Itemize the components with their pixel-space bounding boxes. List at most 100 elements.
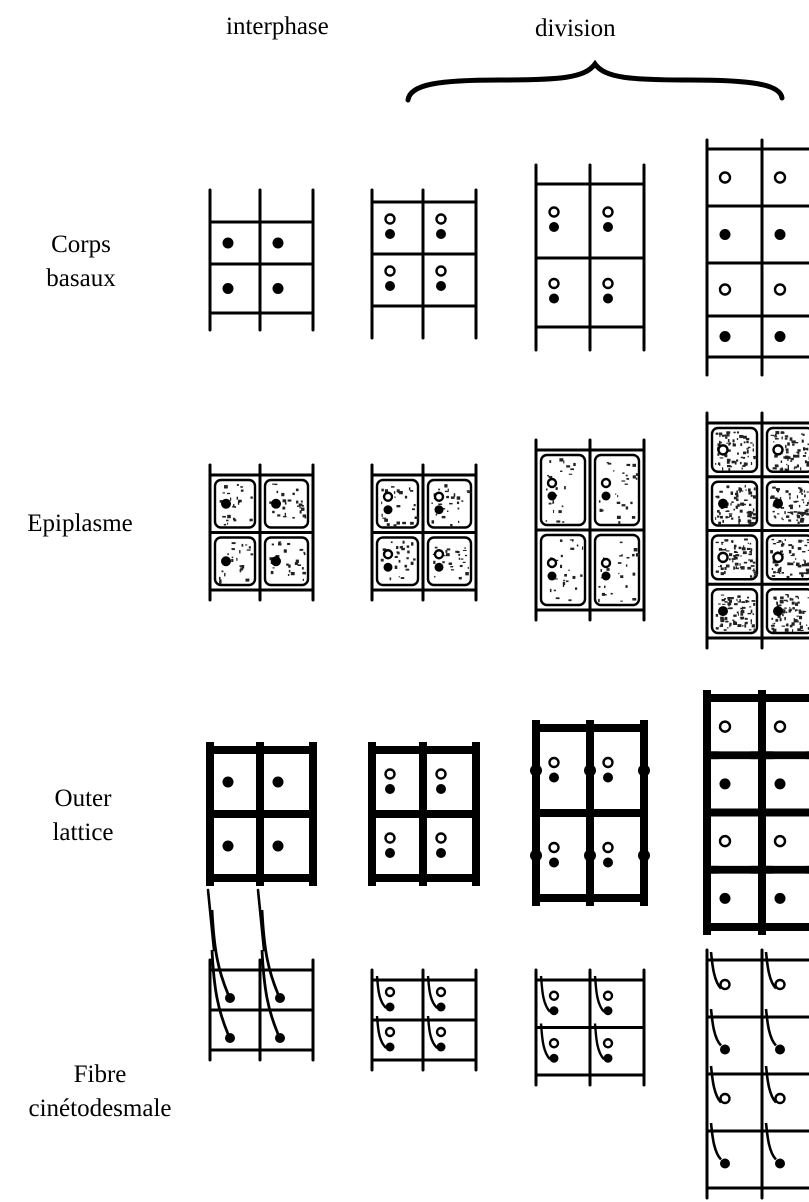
epiplasm-stipple (726, 443, 729, 444)
epiplasm-stipple (391, 541, 393, 543)
epiplasm-stipple (716, 627, 719, 629)
new-basal-body-ring (550, 843, 559, 852)
epiplasm-stipple (401, 546, 403, 547)
epiplasm-stipple (620, 542, 623, 543)
epiplasm-stipple (773, 511, 775, 513)
epiplasm-stipple (802, 512, 806, 515)
epiplasm-stipple (786, 451, 789, 453)
new-basal-body-ring (550, 758, 559, 767)
epiplasm-stipple (733, 509, 735, 511)
new-basal-body-ring (774, 445, 783, 454)
epiplasm-stipple (445, 550, 447, 553)
outer-lattice-panel-3 (530, 720, 650, 906)
epiplasm-stipple (781, 431, 783, 432)
epiplasm-stipple (559, 511, 561, 513)
basal-body-dot (436, 784, 446, 794)
epiplasm-stipple (716, 614, 718, 617)
epiplasm-stipple (741, 566, 745, 569)
epiplasm-stipple (719, 436, 720, 437)
epiplasm-stipple (716, 433, 719, 435)
epiplasm-stipple (748, 488, 751, 491)
epiplasm-stipple (732, 620, 734, 621)
epiplasm-stipple (607, 462, 609, 463)
epiplasm-stipple (727, 461, 730, 463)
epiplasm-stipple (803, 447, 805, 450)
epiplasm-stipple (800, 489, 803, 492)
epiplasm-stipple (414, 504, 416, 506)
epiplasm-stipple (798, 522, 800, 524)
epiplasm-stipple (432, 520, 435, 523)
new-basal-body-ring (604, 843, 613, 852)
basal-body-dot (223, 238, 234, 249)
epiplasm-stipple (728, 444, 730, 446)
epiplasm-stipple (748, 613, 752, 614)
epiplasm-stipple (805, 460, 807, 463)
epiplasm-stipple (237, 484, 239, 486)
epiplasm-stipple (780, 497, 781, 499)
epiplasm-stipple (236, 558, 237, 561)
epiplasm-stipple (726, 485, 729, 488)
epiplasm-stipple (725, 511, 727, 512)
epiplasm-stipple (563, 585, 564, 587)
epiplasm-stipple (577, 545, 579, 547)
epiplasm-stipple (461, 558, 464, 559)
epiplasm-stipple (803, 455, 806, 457)
epiplasm-stipple (626, 557, 629, 559)
epiplasm-stipple (747, 451, 749, 453)
new-basal-body-ring (604, 1039, 612, 1047)
kinetodesmal-fibre (766, 1009, 776, 1046)
epiplasme-panel-2 (372, 465, 476, 600)
lattice-mesh (766, 702, 809, 751)
lattice-notch (638, 765, 650, 777)
epiplasm-stipple (227, 515, 231, 518)
basal-body-dot (436, 229, 446, 239)
corps-basaux-panel-4 (707, 140, 809, 375)
lattice-mesh (711, 874, 758, 923)
epiplasm-stipple (219, 581, 221, 584)
epiplasm-stipple (771, 539, 774, 540)
epiplasm-stipple (381, 489, 383, 492)
epiplasm-stipple (399, 491, 403, 494)
epiplasm-stipple (798, 540, 802, 543)
lattice-bar (210, 874, 313, 882)
epiplasm-stipple (231, 559, 233, 562)
epiplasm-stipple (580, 574, 582, 576)
epiplasm-stipple (447, 548, 451, 550)
epiplasm-stipple (792, 444, 794, 446)
epiplasm-stipple (410, 522, 414, 525)
epiplasm-stipple (384, 519, 388, 522)
epiplasm-stipple (746, 622, 748, 624)
epiplasm-stipple (754, 574, 758, 575)
epiplasm-stipple (566, 465, 570, 467)
epiplasm-stipple (728, 439, 730, 442)
new-basal-body-ring (384, 550, 392, 558)
epiplasm-stipple (750, 559, 753, 562)
epiplasm-stipple (575, 587, 577, 589)
epiplasm-stipple (802, 564, 806, 567)
epiplasm-stipple (285, 502, 287, 505)
epiplasm-stipple (744, 441, 746, 443)
new-basal-body-ring (386, 834, 395, 843)
basal-body-dot (775, 1045, 785, 1055)
epiplasm-stipple (780, 468, 783, 471)
epiplasm-stipple (785, 612, 787, 614)
epiplasm-stipple (625, 585, 627, 588)
epiplasm-stipple (743, 452, 746, 455)
epiplasm-stipple (731, 491, 734, 494)
epiplasm-stipple (299, 507, 301, 508)
basal-body-dot (273, 283, 284, 294)
epiplasm-stipple (738, 613, 739, 616)
epiplasm-stipple (241, 490, 244, 492)
epiplasm-stipple (728, 608, 732, 609)
epiplasm-stipple (406, 557, 408, 559)
epiplasm-stipple (718, 566, 719, 567)
epiplasm-stipple (805, 560, 806, 563)
basal-body-dot (773, 606, 783, 616)
epiplasm-stipple (724, 539, 728, 541)
epiplasm-stipple (796, 452, 799, 453)
epiplasm-stipple (773, 543, 776, 544)
epiplasm-stipple (790, 512, 792, 513)
epiplasm-stipple (301, 501, 303, 503)
epiplasm-stipple (774, 516, 776, 518)
lattice-mesh (264, 818, 309, 874)
